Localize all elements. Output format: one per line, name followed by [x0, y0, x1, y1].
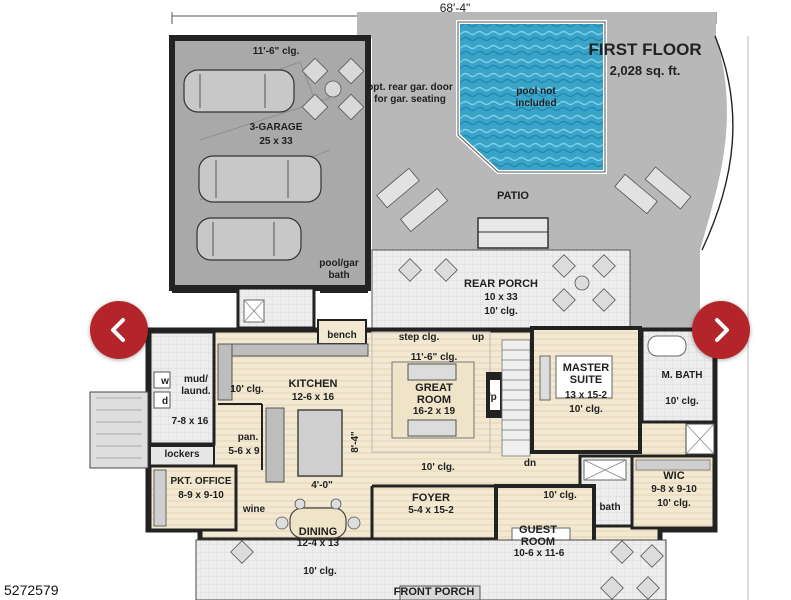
floor-sqft: 2,028 sq. ft. [609, 63, 681, 78]
wic-name: WIC [663, 470, 685, 482]
great-room-dimensions: 16-2 x 19 [412, 406, 456, 417]
garage-dimensions: 25 x 33 [259, 136, 293, 147]
dining-name: DINING [298, 526, 338, 538]
floor-title: FIRST FLOOR 2,028 sq. ft. [560, 40, 730, 78]
garage-name: 3-GARAGE [249, 122, 303, 133]
kitchen-name: KITCHEN [288, 378, 338, 390]
stairs-down-label: dn [523, 458, 537, 469]
foyer-name: FOYER [412, 492, 450, 504]
pool-label: pool not included [515, 86, 557, 109]
bench-label: bench [327, 330, 357, 341]
stairs-up-label: up [471, 332, 485, 343]
step-ceiling-label: step clg. [398, 332, 440, 343]
pool-garage-bath-label: pool/gar bath [319, 258, 359, 281]
guest-room-ceiling: 10' clg. [543, 490, 577, 501]
dining-dimensions: 12-4 x 13 [296, 538, 340, 549]
garage-ceiling: 11'-6" clg. [252, 46, 300, 57]
great-room-lower-ceiling: 10' clg. [421, 462, 455, 473]
kitchen-ceiling: 10' clg. [230, 384, 264, 395]
wic-dimensions: 9-8 x 9-10 [651, 484, 697, 495]
dining-ceiling: 10' clg. [303, 566, 337, 577]
kitchen-dimensions: 12-6 x 16 [291, 392, 335, 403]
island-width-dim: 4'-0" [311, 480, 333, 491]
rear-porch-ceiling: 10' clg. [484, 306, 518, 317]
rear-porch-name: REAR PORCH [464, 278, 538, 290]
great-room-ceiling: 11'-6" clg. [410, 352, 458, 363]
lockers-label: lockers [164, 449, 200, 460]
rear-porch-dimensions: 10 x 33 [484, 292, 518, 303]
mud-laundry-name: mud/ laund. [181, 374, 211, 397]
master-suite-dimensions: 13 x 15-2 [564, 390, 608, 401]
listing-id: 5272579 [4, 582, 59, 598]
previous-image-button[interactable] [90, 301, 148, 359]
chevron-left-icon [111, 318, 125, 342]
pantry-name: pan. [237, 432, 259, 443]
dryer-label: d [161, 396, 169, 407]
master-bath-name: M. BATH [661, 370, 703, 381]
garage-door-note: opt. rear gar. door for gar. seating [367, 82, 453, 105]
wine-label: wine [242, 504, 266, 515]
chevron-right-icon [715, 318, 729, 342]
mud-laundry-dimensions: 7-8 x 16 [171, 416, 209, 427]
front-porch-label: FRONT PORCH [393, 586, 475, 598]
wic-ceiling: 10' clg. [657, 498, 691, 509]
guest-room-name: GUEST ROOM [519, 524, 557, 548]
washer-label: w [161, 376, 169, 387]
pocket-office-name: PKT. OFFICE [170, 476, 232, 487]
pantry-dimensions: 5-6 x 9 [228, 446, 260, 457]
next-image-button[interactable] [692, 301, 750, 359]
master-suite-name: MASTER SUITE [562, 362, 610, 386]
island-length-dim: 8'-4" [350, 431, 361, 453]
guest-room-dimensions: 10-6 x 11-6 [513, 548, 565, 559]
great-room-name: GREAT ROOM [415, 382, 453, 406]
foyer-dimensions: 5-4 x 15-2 [408, 505, 454, 516]
master-suite-ceiling: 10' clg. [569, 404, 603, 415]
floor-title-text: FIRST FLOOR [588, 40, 702, 59]
pocket-office-dimensions: 8-9 x 9-10 [178, 490, 224, 501]
overall-width-dimension: 68'-4" [439, 1, 471, 15]
fireplace-label: fp [487, 392, 497, 403]
guest-bath-label: bath [599, 502, 621, 513]
patio-label: PATIO [497, 190, 529, 202]
master-bath-ceiling: 10' clg. [665, 396, 699, 407]
